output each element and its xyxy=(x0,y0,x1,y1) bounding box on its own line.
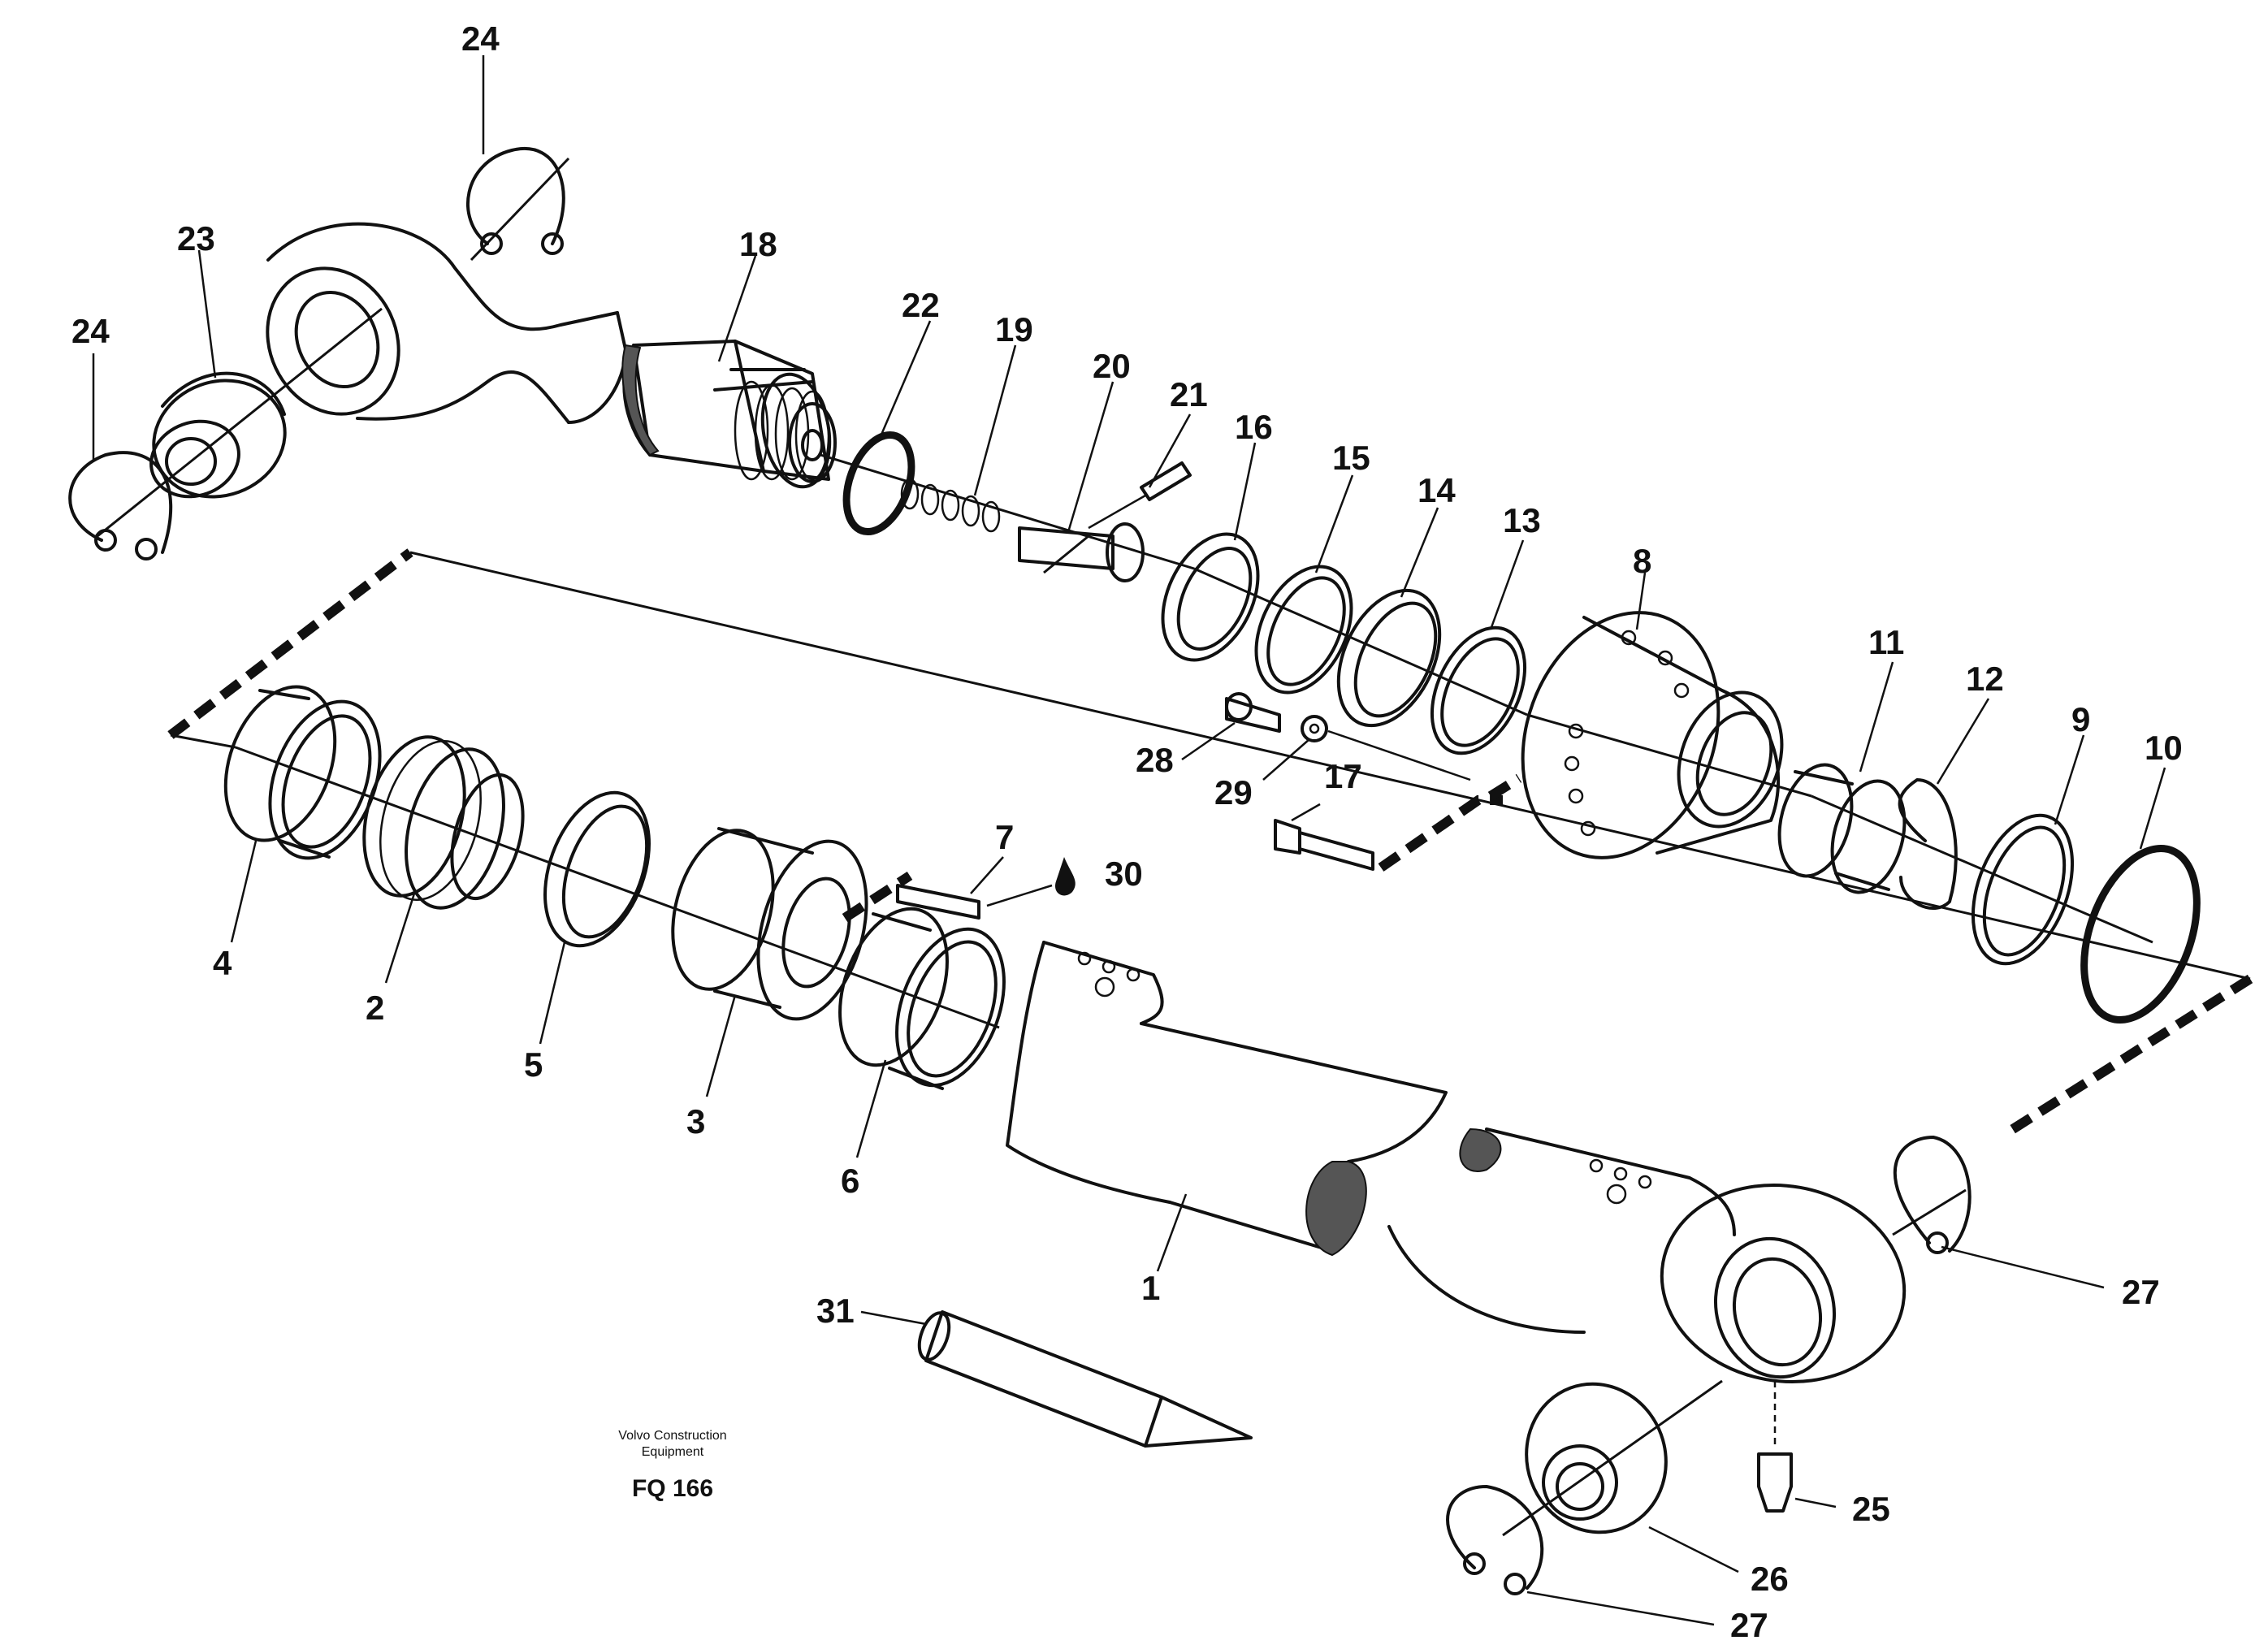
callout-2: 2 xyxy=(366,989,384,1027)
plug-28 xyxy=(1225,692,1281,733)
seal-13 xyxy=(1430,625,1527,755)
callout-26: 26 xyxy=(1751,1560,1789,1598)
callout-20: 20 xyxy=(1093,347,1131,385)
callout-9: 9 xyxy=(2071,700,2090,738)
callout-3: 3 xyxy=(686,1102,705,1140)
callout-23: 23 xyxy=(177,219,215,258)
seal-14 xyxy=(1336,588,1442,728)
callout-8: 8 xyxy=(1633,542,1651,580)
callout-19: 19 xyxy=(995,310,1033,348)
callout-31: 31 xyxy=(816,1292,855,1330)
flange-bolt-holes xyxy=(1564,630,1690,837)
pin-21 xyxy=(1088,461,1192,530)
credit-subtitle: Equipment xyxy=(642,1445,704,1459)
callout-29: 29 xyxy=(1214,773,1253,812)
callout-13: 13 xyxy=(1503,501,1541,539)
plug-axis xyxy=(1327,729,1471,781)
seal-16 xyxy=(1161,532,1260,662)
figure-code: FQ 166 xyxy=(632,1475,713,1502)
callout-28: 28 xyxy=(1136,741,1174,779)
retaining-ring-24-lower xyxy=(68,451,173,560)
callout-4: 4 xyxy=(213,944,232,982)
grease-drop-30 xyxy=(1055,857,1076,896)
guide-ring-11 xyxy=(1777,763,1907,894)
cylinder-head-8 xyxy=(1521,611,1784,859)
o-ring-22 xyxy=(842,431,915,536)
piston-axis xyxy=(235,746,1000,1029)
callout-27-bottom: 27 xyxy=(1730,1606,1768,1644)
piston-rod-eye xyxy=(266,222,627,424)
piston-3 xyxy=(671,827,868,1021)
washer-29 xyxy=(1301,715,1328,742)
callout-5: 5 xyxy=(524,1045,543,1084)
valve-7 xyxy=(896,884,1053,920)
piston-rod xyxy=(621,340,832,489)
backup-ring-10 xyxy=(2080,844,2201,1024)
callout-17: 17 xyxy=(1324,757,1362,795)
valve-20 xyxy=(1018,522,1145,582)
callout-14: 14 xyxy=(1418,471,1456,509)
eye-pin-axis xyxy=(97,307,383,538)
callout-11: 11 xyxy=(1868,623,1904,661)
callout-15: 15 xyxy=(1332,439,1370,477)
callout-18: 18 xyxy=(739,225,777,263)
spherical-bearing-26 xyxy=(1525,1382,1668,1534)
seal-15 xyxy=(1254,565,1353,695)
callout-24-left: 24 xyxy=(71,312,110,350)
callout-21: 21 xyxy=(1170,375,1208,413)
lower-pin-axis xyxy=(1502,1379,1723,1537)
mounting-tool-31 xyxy=(917,1310,1253,1448)
port-holes xyxy=(1077,951,1652,1205)
retaining-ring-27-lower xyxy=(1446,1485,1544,1595)
retaining-ring-24-upper xyxy=(466,147,570,262)
bolt-17 xyxy=(1274,819,1374,871)
callout-22: 22 xyxy=(902,286,940,324)
rod-threaded-end xyxy=(713,368,837,483)
spherical-bearing-23 xyxy=(149,371,287,499)
wiper-ring-9 xyxy=(1971,813,2075,966)
callout-30: 30 xyxy=(1105,855,1143,893)
seal-5 xyxy=(543,790,651,948)
callout-labels: 1 2 3 4 5 6 7 8 9 10 11 12 13 14 15 16 1… xyxy=(71,19,2183,1644)
callout-16: 16 xyxy=(1235,408,1273,446)
snap-ring-12 xyxy=(1898,778,1958,911)
callout-6: 6 xyxy=(841,1162,859,1200)
leader-lines xyxy=(92,55,2166,1626)
cylinder-tube-1 xyxy=(1006,941,1907,1384)
grease-nipple-25 xyxy=(1757,1381,1793,1513)
credit-block: Volvo Construction Equipment FQ 166 xyxy=(618,1429,726,1502)
retaining-ring-27-upper xyxy=(1892,1136,1972,1254)
credit-company: Volvo Construction xyxy=(618,1429,726,1443)
callout-10: 10 xyxy=(2145,729,2183,767)
callout-25: 25 xyxy=(1852,1490,1890,1528)
callout-12: 12 xyxy=(1966,660,2004,698)
callout-7: 7 xyxy=(995,818,1014,856)
spring-19 xyxy=(900,478,1001,533)
guide-ring-6 xyxy=(838,907,1006,1090)
callout-1: 1 xyxy=(1141,1269,1160,1307)
assembly-group-frame xyxy=(167,548,2253,1138)
callout-24-top: 24 xyxy=(461,19,500,58)
callout-27-right: 27 xyxy=(2122,1273,2160,1311)
